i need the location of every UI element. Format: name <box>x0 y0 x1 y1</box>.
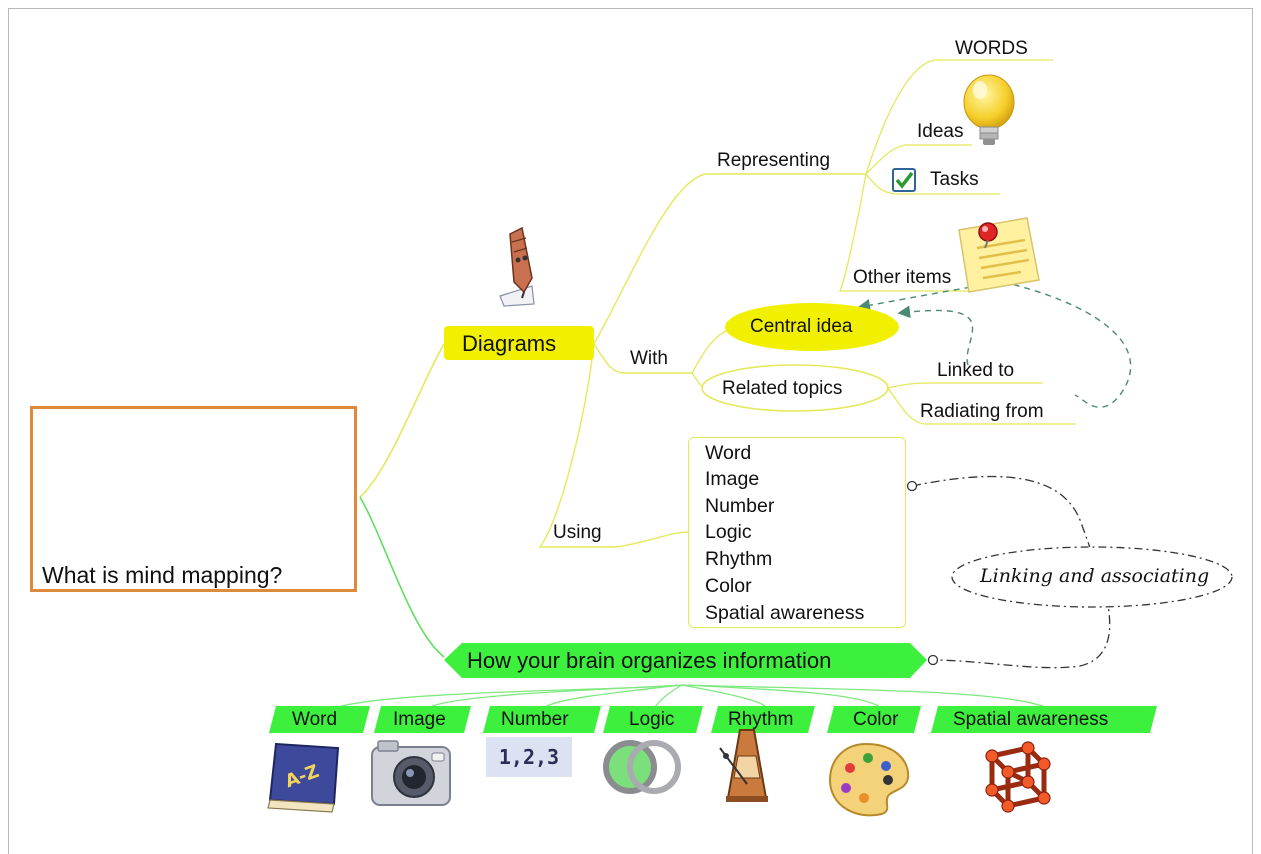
number-badge-text: 1,2,3 <box>498 745 560 769</box>
camera-icon <box>371 740 451 806</box>
metronome-icon <box>719 729 768 802</box>
list-item-image: Image <box>705 468 760 490</box>
linked-to-label[interactable]: Linked to <box>937 360 1015 381</box>
palette-icon <box>828 742 910 817</box>
central-topic-label: What is mind mapping? <box>42 562 283 588</box>
using-label[interactable]: Using <box>553 522 602 543</box>
list-item-color: Color <box>705 575 752 597</box>
relationship-endpoint <box>906 480 918 492</box>
list-item-spatial-awareness: Spatial awareness <box>705 602 865 624</box>
relationship-label-bubble <box>951 546 1233 608</box>
dictionary-icon: A-Z <box>267 742 340 813</box>
list-item-logic: Logic <box>705 521 752 543</box>
relationship-endpoint <box>927 654 939 666</box>
relationship-label: Linking and associating <box>980 565 1210 587</box>
tag-logic-label: Logic <box>629 709 675 730</box>
related-topics-node[interactable] <box>701 364 889 412</box>
number-icon: 1,2,3 <box>486 737 572 777</box>
tasks-label[interactable]: Tasks <box>930 169 979 190</box>
tag-color-label: Color <box>853 709 899 730</box>
tag-number[interactable] <box>483 706 601 733</box>
tag-rhythm[interactable] <box>711 706 815 733</box>
list-item-number: Number <box>705 495 775 517</box>
link-arrows <box>857 281 1132 408</box>
with-label[interactable]: With <box>630 348 668 369</box>
checkbox-icon <box>892 168 916 192</box>
central-idea-label: Central idea <box>750 316 853 337</box>
diagrams-node[interactable] <box>444 326 594 360</box>
tag-spatial-awareness-label: Spatial awareness <box>953 709 1109 730</box>
tag-color[interactable] <box>827 706 921 733</box>
tag-image-label: Image <box>393 709 446 730</box>
diagrams-label: Diagrams <box>462 331 557 356</box>
sticky-note-icon <box>958 217 1040 293</box>
tag-logic[interactable] <box>603 706 703 733</box>
central-idea-node[interactable] <box>725 303 899 351</box>
list-item-word: Word <box>705 442 752 464</box>
brain-tags <box>269 706 1157 733</box>
connector-lines <box>337 59 1076 708</box>
how-your-brain-node[interactable] <box>444 643 927 678</box>
tag-word-label: Word <box>292 709 338 730</box>
lightbulb-icon <box>963 74 1015 145</box>
molecule-icon <box>985 741 1051 813</box>
how-your-brain-label: How your brain organizes information <box>467 648 832 673</box>
ideas-label[interactable]: Ideas <box>917 121 964 142</box>
central-topic-node[interactable] <box>30 406 357 592</box>
canvas-frame <box>8 8 1253 854</box>
radiating-from-label[interactable]: Radiating from <box>920 401 1044 422</box>
tag-spatial-awareness[interactable] <box>931 706 1157 733</box>
rings-icon <box>603 740 681 794</box>
representing-label[interactable]: Representing <box>717 150 831 171</box>
tag-rhythm-label: Rhythm <box>728 709 794 730</box>
tag-image[interactable] <box>374 706 471 733</box>
other-items-label[interactable]: Other items <box>853 267 952 288</box>
tag-word[interactable] <box>269 706 370 733</box>
tag-number-label: Number <box>501 709 569 730</box>
words-label[interactable]: WORDS <box>955 38 1028 59</box>
pen-icon <box>499 226 535 307</box>
using-list-node[interactable] <box>688 437 906 628</box>
related-topics-label: Related topics <box>722 378 843 399</box>
list-item-rhythm: Rhythm <box>705 548 773 570</box>
